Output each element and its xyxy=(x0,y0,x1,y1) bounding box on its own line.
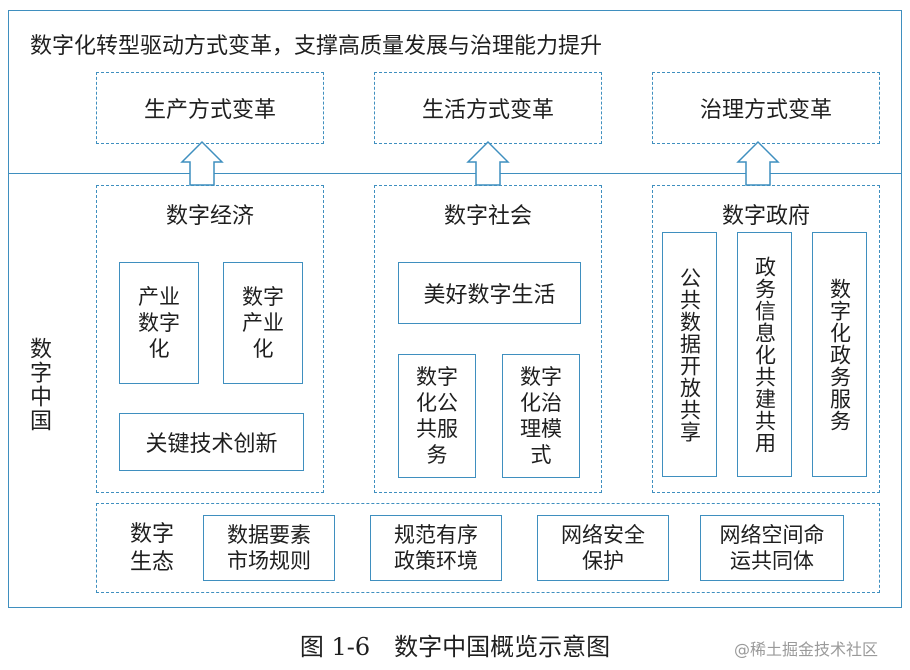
up-arrow-icon xyxy=(466,140,510,186)
cyberspace-community-box: 网络空间命 运共同体 xyxy=(700,515,844,581)
watermark: @稀土掘金技术社区 xyxy=(734,640,879,659)
figure-caption: 图 1-6 数字中国概览示意图 xyxy=(299,633,611,661)
cyber-security-box: 网络安全 保护 xyxy=(537,515,669,581)
up-arrows xyxy=(180,140,780,186)
gov-informatization-box: 政务信息化共建共用 xyxy=(737,232,792,477)
digital-gov-services-text: 数字化政务服务 xyxy=(827,277,852,432)
digital-public-services-box: 数字 化公 共服 务 xyxy=(398,354,476,478)
digital-economy-title: 数字经济 xyxy=(165,204,254,229)
digital-government-title: 数字政府 xyxy=(721,204,810,229)
digital-economy-section xyxy=(96,185,324,493)
section-divider xyxy=(8,173,902,174)
public-data-sharing-box: 公共数据开放共享 xyxy=(662,232,717,477)
policy-environment-box: 规范有序 政策环境 xyxy=(370,515,502,581)
top-title: 数字化转型驱动方式变革，支撑高质量发展与治理能力提升 xyxy=(30,34,603,59)
public-data-sharing-text: 公共数据开放共享 xyxy=(677,266,702,443)
better-digital-life-box: 美好数字生活 xyxy=(398,262,581,324)
outer-frame xyxy=(8,10,902,608)
industry-digitalization-box: 产业 数字 化 xyxy=(119,262,199,384)
governance-change-box: 治理方式变革 xyxy=(652,72,880,144)
digital-governance-model-box: 数字 化治 理模 式 xyxy=(502,354,580,478)
digital-china-label: 数字中国 xyxy=(26,337,51,433)
up-arrow-icon xyxy=(180,140,224,186)
digital-society-section xyxy=(374,185,602,493)
key-tech-innovation-box: 关键技术创新 xyxy=(119,413,304,471)
data-market-rules-box: 数据要素 市场规则 xyxy=(203,515,335,581)
digital-ecology-section xyxy=(96,503,880,593)
digital-government-section xyxy=(652,185,880,493)
digital-ecology-label: 数字 生态 xyxy=(129,522,174,575)
production-change-box: 生产方式变革 xyxy=(96,72,324,144)
up-arrow-icon xyxy=(736,140,780,186)
digital-industrialization-box: 数字 产业 化 xyxy=(223,262,303,384)
gov-informatization-text: 政务信息化共建共用 xyxy=(752,255,777,454)
digital-society-title: 数字社会 xyxy=(443,204,532,229)
digital-gov-services-box: 数字化政务服务 xyxy=(812,232,867,477)
